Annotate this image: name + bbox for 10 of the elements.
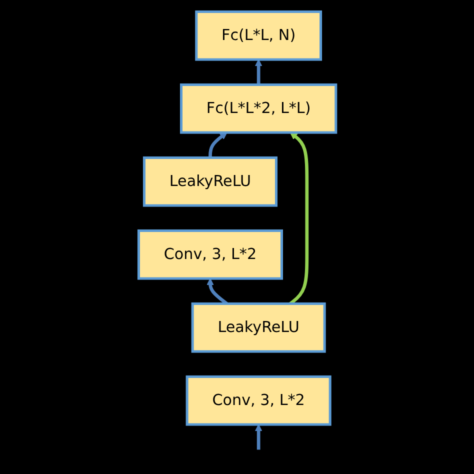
arrow (208, 132, 227, 158)
arrow (288, 132, 308, 306)
node-box: LeakyReLU (142, 156, 278, 207)
node-box: Conv, 3, L*2 (185, 375, 332, 426)
node-box: LeakyReLU (191, 302, 326, 353)
arrow (254, 59, 262, 85)
node-box: Conv, 3, L*2 (137, 229, 283, 280)
node-box: Fc(L*L, N) (194, 10, 322, 61)
arrow (254, 424, 262, 450)
node-box: Fc(L*L*2, L*L) (180, 83, 337, 134)
